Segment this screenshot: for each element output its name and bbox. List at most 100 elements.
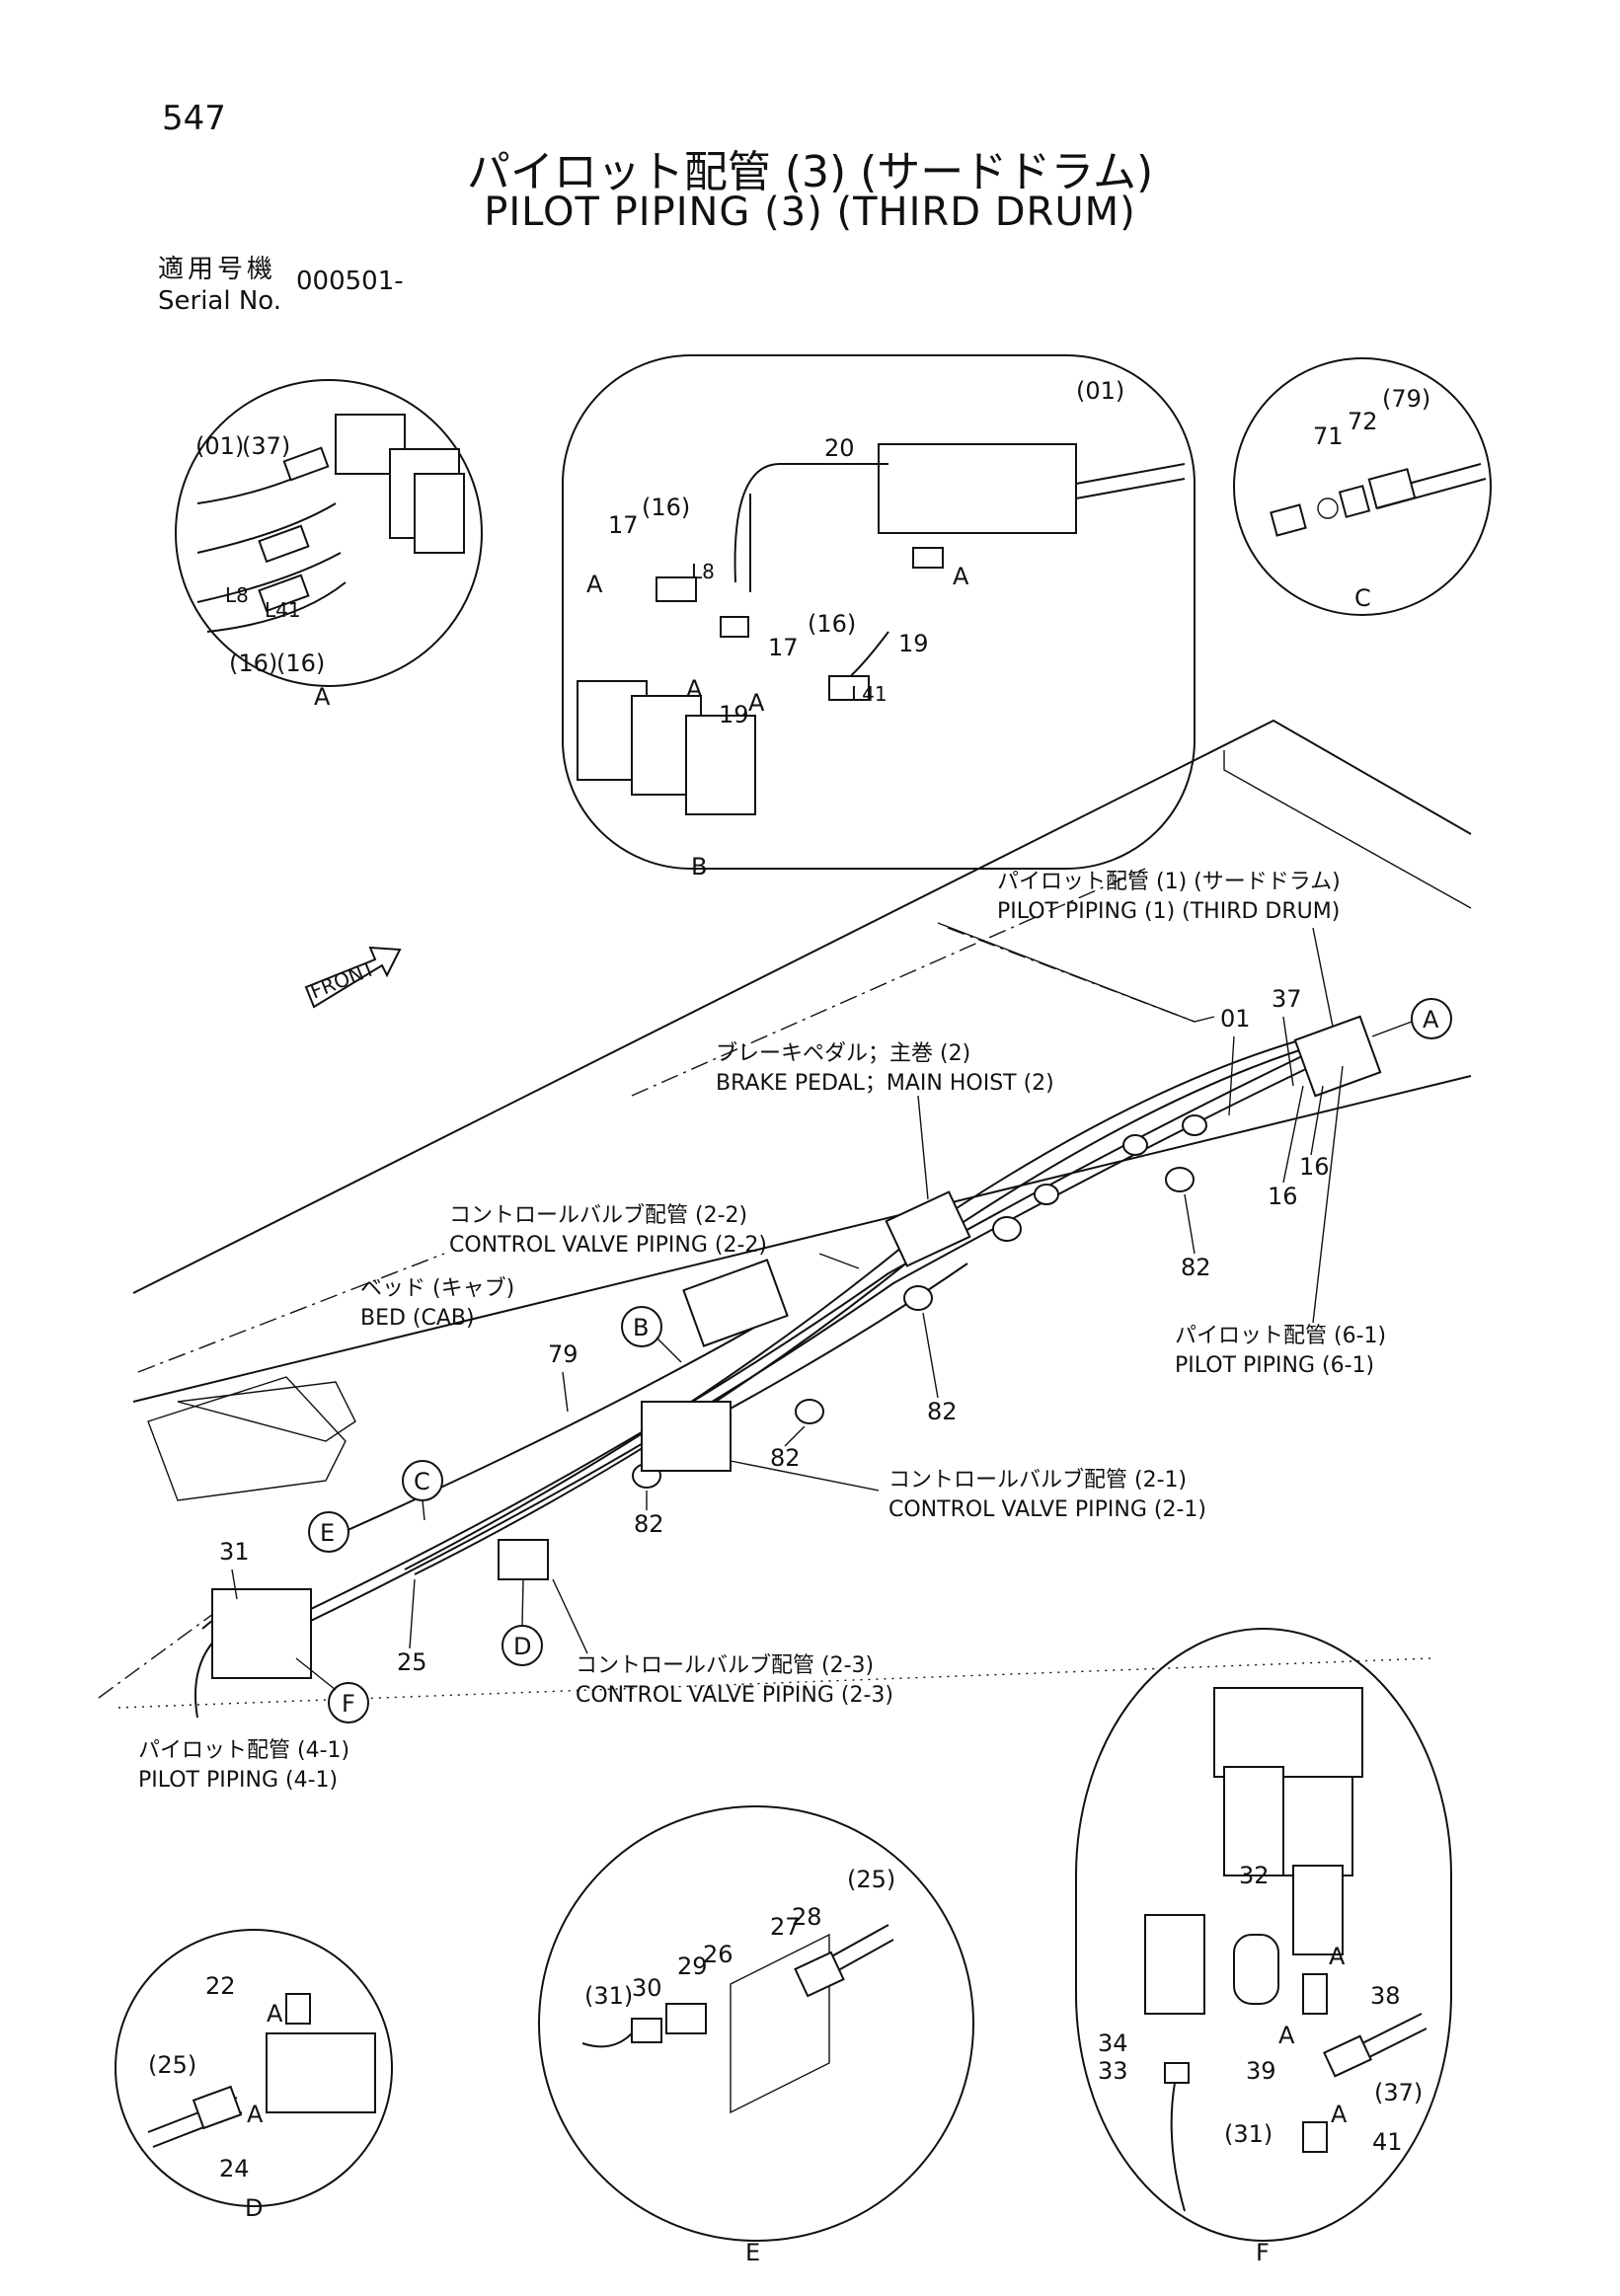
detail-d: 22 A (25) A 24 D xyxy=(115,1929,393,2222)
marker-f: F xyxy=(342,1690,355,1718)
callout-f-39: 39 xyxy=(1246,2057,1276,2085)
callout-b-19b: 19 xyxy=(898,630,929,657)
callout-f-34: 34 xyxy=(1098,2029,1128,2057)
callout-b-19a: 19 xyxy=(719,701,749,728)
callout-f-31: (31) xyxy=(1224,2120,1273,2148)
part-25: 25 xyxy=(397,1648,427,1676)
callout-d-22: 22 xyxy=(205,1972,236,2000)
ref-bed-en: BED (CAB) xyxy=(360,1306,475,1331)
reference-labels: パイロット配管 (1) (サードドラム) PILOT PIPING (1) (T… xyxy=(138,870,1386,1793)
callout-b-01: (01) xyxy=(1076,377,1124,405)
ref-bed-jp: ベッド (キャブ) xyxy=(360,1276,514,1301)
callout-a-01: (01) xyxy=(195,432,244,460)
detail-f: 32 A 38 34 33 A 39 (37) (31) A 41 F xyxy=(1075,1628,1452,2266)
ref-pilot-6-1-jp: パイロット配管 (6-1) xyxy=(1175,1324,1386,1348)
detail-c: 71 72 (79) C xyxy=(1233,357,1492,616)
detail-f-letter: F xyxy=(1256,2239,1270,2266)
callout-b-a3: A xyxy=(686,675,703,703)
callout-a-16b: (16) xyxy=(276,650,325,677)
ref-pilot-1-en: PILOT PIPING (1) (THIRD DRUM) xyxy=(997,899,1340,924)
callout-a-l41: L41 xyxy=(265,598,301,622)
callout-d-a2: A xyxy=(247,2101,264,2128)
main-piping xyxy=(194,1015,1382,1719)
bed-frame xyxy=(98,719,1472,1709)
callout-d-24: 24 xyxy=(219,2155,250,2182)
part-82b: 82 xyxy=(927,1398,958,1425)
callout-a-37: (37) xyxy=(242,432,290,460)
callout-f-41: 41 xyxy=(1372,2128,1403,2156)
serial-value: 000501- xyxy=(296,267,404,296)
callout-b-16a: (16) xyxy=(642,494,690,521)
part-82a: 82 xyxy=(1181,1254,1211,1281)
callout-e-31: (31) xyxy=(584,1982,633,2010)
part-16b: 16 xyxy=(1299,1153,1330,1181)
main-view-markers: A B C D E F xyxy=(295,998,1452,1723)
serial-label-jp: 適用号機 xyxy=(158,255,277,284)
ref-cv-2-2-en: CONTROL VALVE PIPING (2-2) xyxy=(449,1233,767,1258)
callout-b-a1: A xyxy=(586,571,603,598)
ref-cv-2-3-en: CONTROL VALVE PIPING (2-3) xyxy=(576,1683,893,1708)
main-view-part-numbers: 01 37 16 16 82 82 82 82 79 31 25 xyxy=(219,985,1330,1676)
part-79: 79 xyxy=(548,1340,579,1368)
callout-b-16b: (16) xyxy=(808,610,856,638)
marker-d: D xyxy=(513,1633,531,1660)
marker-a: A xyxy=(1423,1006,1439,1033)
callout-f-37: (37) xyxy=(1374,2079,1423,2106)
callout-e-29: 29 xyxy=(677,1952,708,1980)
callout-b-20: 20 xyxy=(824,434,855,462)
detail-d-letter: D xyxy=(245,2194,263,2222)
detail-e: (25) 27 28 29 26 (31) 30 E xyxy=(538,1805,974,2266)
callout-f-33: 33 xyxy=(1098,2057,1128,2085)
callout-b-l8: L8 xyxy=(691,560,715,583)
callout-e-26: 26 xyxy=(703,1941,733,1968)
page-title-en: PILOT PIPING (3) (THIRD DRUM) xyxy=(484,190,1136,235)
callout-f-38: 38 xyxy=(1370,1982,1401,2010)
detail-c-letter: C xyxy=(1354,584,1371,612)
ref-pilot-6-1-en: PILOT PIPING (6-1) xyxy=(1175,1353,1374,1378)
ref-pilot-4-1-jp: パイロット配管 (4-1) xyxy=(138,1738,349,1763)
callout-a-l8: L8 xyxy=(225,583,249,607)
callout-c-72: 72 xyxy=(1348,408,1378,435)
ref-cv-2-3-jp: コントロールバルブ配管 (2-3) xyxy=(576,1653,874,1678)
detail-b: 20 (01) 17 (16) A L8 A A 19 17 (16) A L4… xyxy=(562,354,1196,880)
part-37: 37 xyxy=(1272,985,1302,1013)
marker-e: E xyxy=(320,1519,335,1547)
callout-f-a3: A xyxy=(1331,2101,1348,2128)
ref-pilot-1-jp: パイロット配管 (1) (サードドラム) xyxy=(997,870,1341,894)
callout-b-l41: L41 xyxy=(851,682,887,706)
part-31: 31 xyxy=(219,1538,250,1566)
callout-d-a1: A xyxy=(267,2000,283,2028)
callout-f-32: 32 xyxy=(1239,1862,1270,1889)
callout-c-79: (79) xyxy=(1382,385,1430,413)
detail-a-letter: A xyxy=(314,683,331,711)
detail-b-letter: B xyxy=(691,853,707,880)
callout-c-71: 71 xyxy=(1313,422,1344,450)
callout-b-17b: 17 xyxy=(768,634,799,661)
front-arrow: FRONT xyxy=(304,946,402,1009)
page-number: 547 xyxy=(162,99,226,138)
callout-a-16a: (16) xyxy=(229,650,277,677)
front-label: FRONT xyxy=(307,956,379,1003)
ref-cv-2-2-jp: コントロールバルブ配管 (2-2) xyxy=(449,1203,747,1228)
ref-cv-2-1-en: CONTROL VALVE PIPING (2-1) xyxy=(888,1497,1206,1522)
callout-f-a1: A xyxy=(1329,1943,1346,1970)
marker-b: B xyxy=(633,1314,649,1341)
part-82c: 82 xyxy=(770,1444,801,1472)
part-82d: 82 xyxy=(634,1510,664,1538)
serial-label-en: Serial No. xyxy=(158,286,281,316)
part-16a: 16 xyxy=(1268,1183,1298,1210)
part-01: 01 xyxy=(1220,1005,1251,1033)
detail-a: (01) (37) L8 L41 (16) (16) A xyxy=(175,379,483,711)
ref-cv-2-1-jp: コントロールバルブ配管 (2-1) xyxy=(888,1468,1187,1492)
callout-b-17a: 17 xyxy=(608,511,639,539)
callout-e-27: 27 xyxy=(770,1913,801,1941)
callout-b-a4: A xyxy=(748,689,765,717)
callout-b-a2: A xyxy=(953,563,969,590)
detail-e-letter: E xyxy=(745,2239,760,2266)
marker-c: C xyxy=(414,1468,430,1495)
callout-e-28: 28 xyxy=(792,1903,822,1931)
ref-pilot-4-1-en: PILOT PIPING (4-1) xyxy=(138,1768,338,1793)
ref-brake-en: BRAKE PEDAL；MAIN HOIST (2) xyxy=(716,1071,1054,1096)
callout-e-25: (25) xyxy=(847,1866,895,1893)
